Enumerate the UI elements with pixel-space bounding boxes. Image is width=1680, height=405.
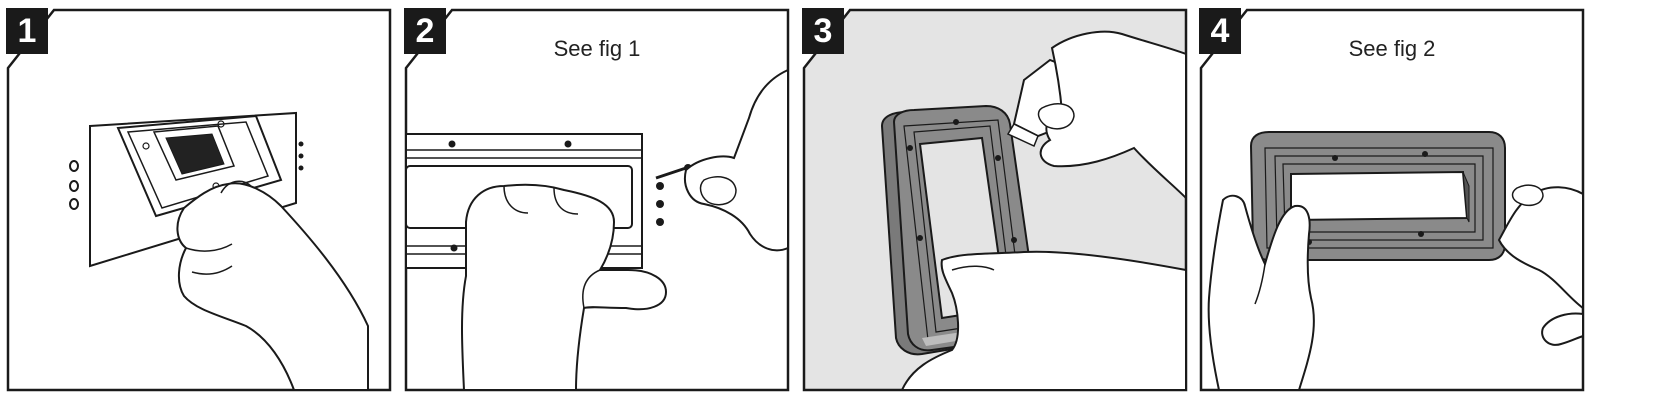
step-4-caption: See fig 2: [1348, 36, 1436, 61]
step-2-illustration: [405, 68, 789, 391]
step-3-panel: 3: [802, 8, 1188, 392]
step-4-panel: 4 See fig 2: [1199, 8, 1585, 392]
step-1-illustration: [69, 111, 369, 391]
step-number-badge: 4: [1199, 8, 1241, 54]
step-3-illustration: [880, 30, 1187, 391]
step-2-panel: 2 See fig 1: [404, 8, 790, 392]
step-1-panel: 1: [6, 8, 392, 392]
step-number-badge: 3: [802, 8, 844, 54]
step-4-illustration: [1207, 131, 1584, 391]
step-number-badge: 2: [404, 8, 446, 54]
step-2-caption: See fig 1: [553, 36, 641, 61]
step-number-badge: 1: [6, 8, 48, 54]
